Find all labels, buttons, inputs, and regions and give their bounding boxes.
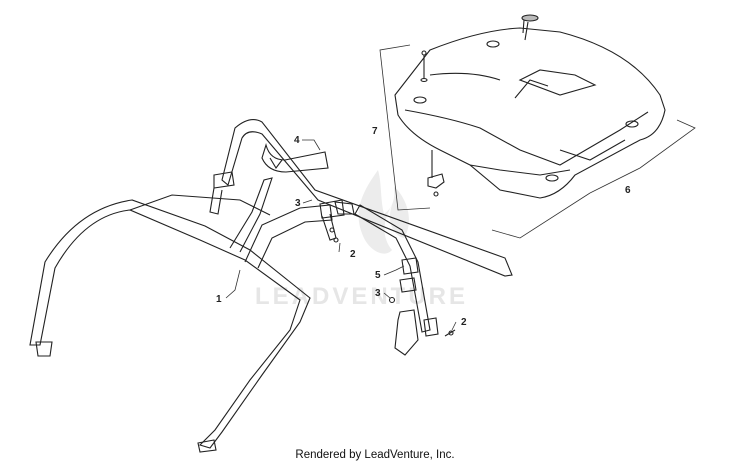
callout-2a: 2 [350, 249, 356, 260]
callout-3a: 3 [295, 198, 301, 209]
callouts: 1 2 2 3 3 4 5 6 7 [216, 126, 631, 328]
callout-5: 5 [375, 270, 381, 281]
watermark: LEADVENTURE [255, 170, 468, 310]
roof-bracket [420, 50, 445, 197]
callout-brackets [379, 44, 696, 239]
callout-3b: 3 [375, 288, 381, 299]
footer-credit: Rendered by LeadVenture, Inc. [295, 449, 455, 461]
roll-bar-rear [209, 119, 513, 277]
callout-2b: 2 [461, 317, 467, 328]
leader-lines [225, 139, 457, 331]
callout-7: 7 [372, 126, 378, 137]
clamps-fasteners [319, 199, 456, 337]
callout-4: 4 [294, 135, 300, 146]
watermark-text: LEADVENTURE [255, 283, 468, 310]
callout-6: 6 [625, 185, 631, 196]
roll-bar-front [29, 177, 333, 453]
roll-bar-side [354, 204, 439, 356]
callout-1: 1 [216, 294, 222, 305]
flame-logo-icon [358, 170, 409, 254]
roof-panel [394, 14, 666, 199]
